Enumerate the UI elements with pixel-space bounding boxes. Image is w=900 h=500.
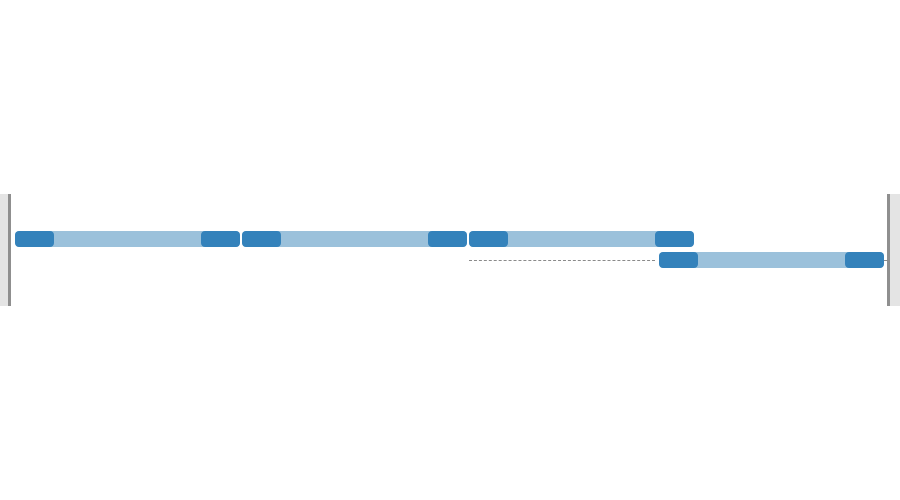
dashed-connector <box>469 260 655 261</box>
clip-4-end-handle[interactable] <box>845 252 884 268</box>
timeline-left-boundary[interactable] <box>0 194 8 306</box>
clip-4-start-handle[interactable] <box>659 252 698 268</box>
clip-4[interactable] <box>659 252 884 268</box>
end-connector <box>884 260 888 261</box>
clip-2-end-handle[interactable] <box>428 231 467 247</box>
timeline-left-boundary-line <box>8 194 11 306</box>
clip-1-end-handle[interactable] <box>201 231 240 247</box>
clip-1-start-handle[interactable] <box>15 231 54 247</box>
clip-3-start-handle[interactable] <box>469 231 508 247</box>
clip-1[interactable] <box>15 231 240 247</box>
clip-2-start-handle[interactable] <box>242 231 281 247</box>
clip-3-end-handle[interactable] <box>655 231 694 247</box>
timeline-right-boundary-line <box>887 194 890 306</box>
timeline-right-boundary[interactable] <box>890 194 900 306</box>
clip-3[interactable] <box>469 231 694 247</box>
clip-2[interactable] <box>242 231 467 247</box>
